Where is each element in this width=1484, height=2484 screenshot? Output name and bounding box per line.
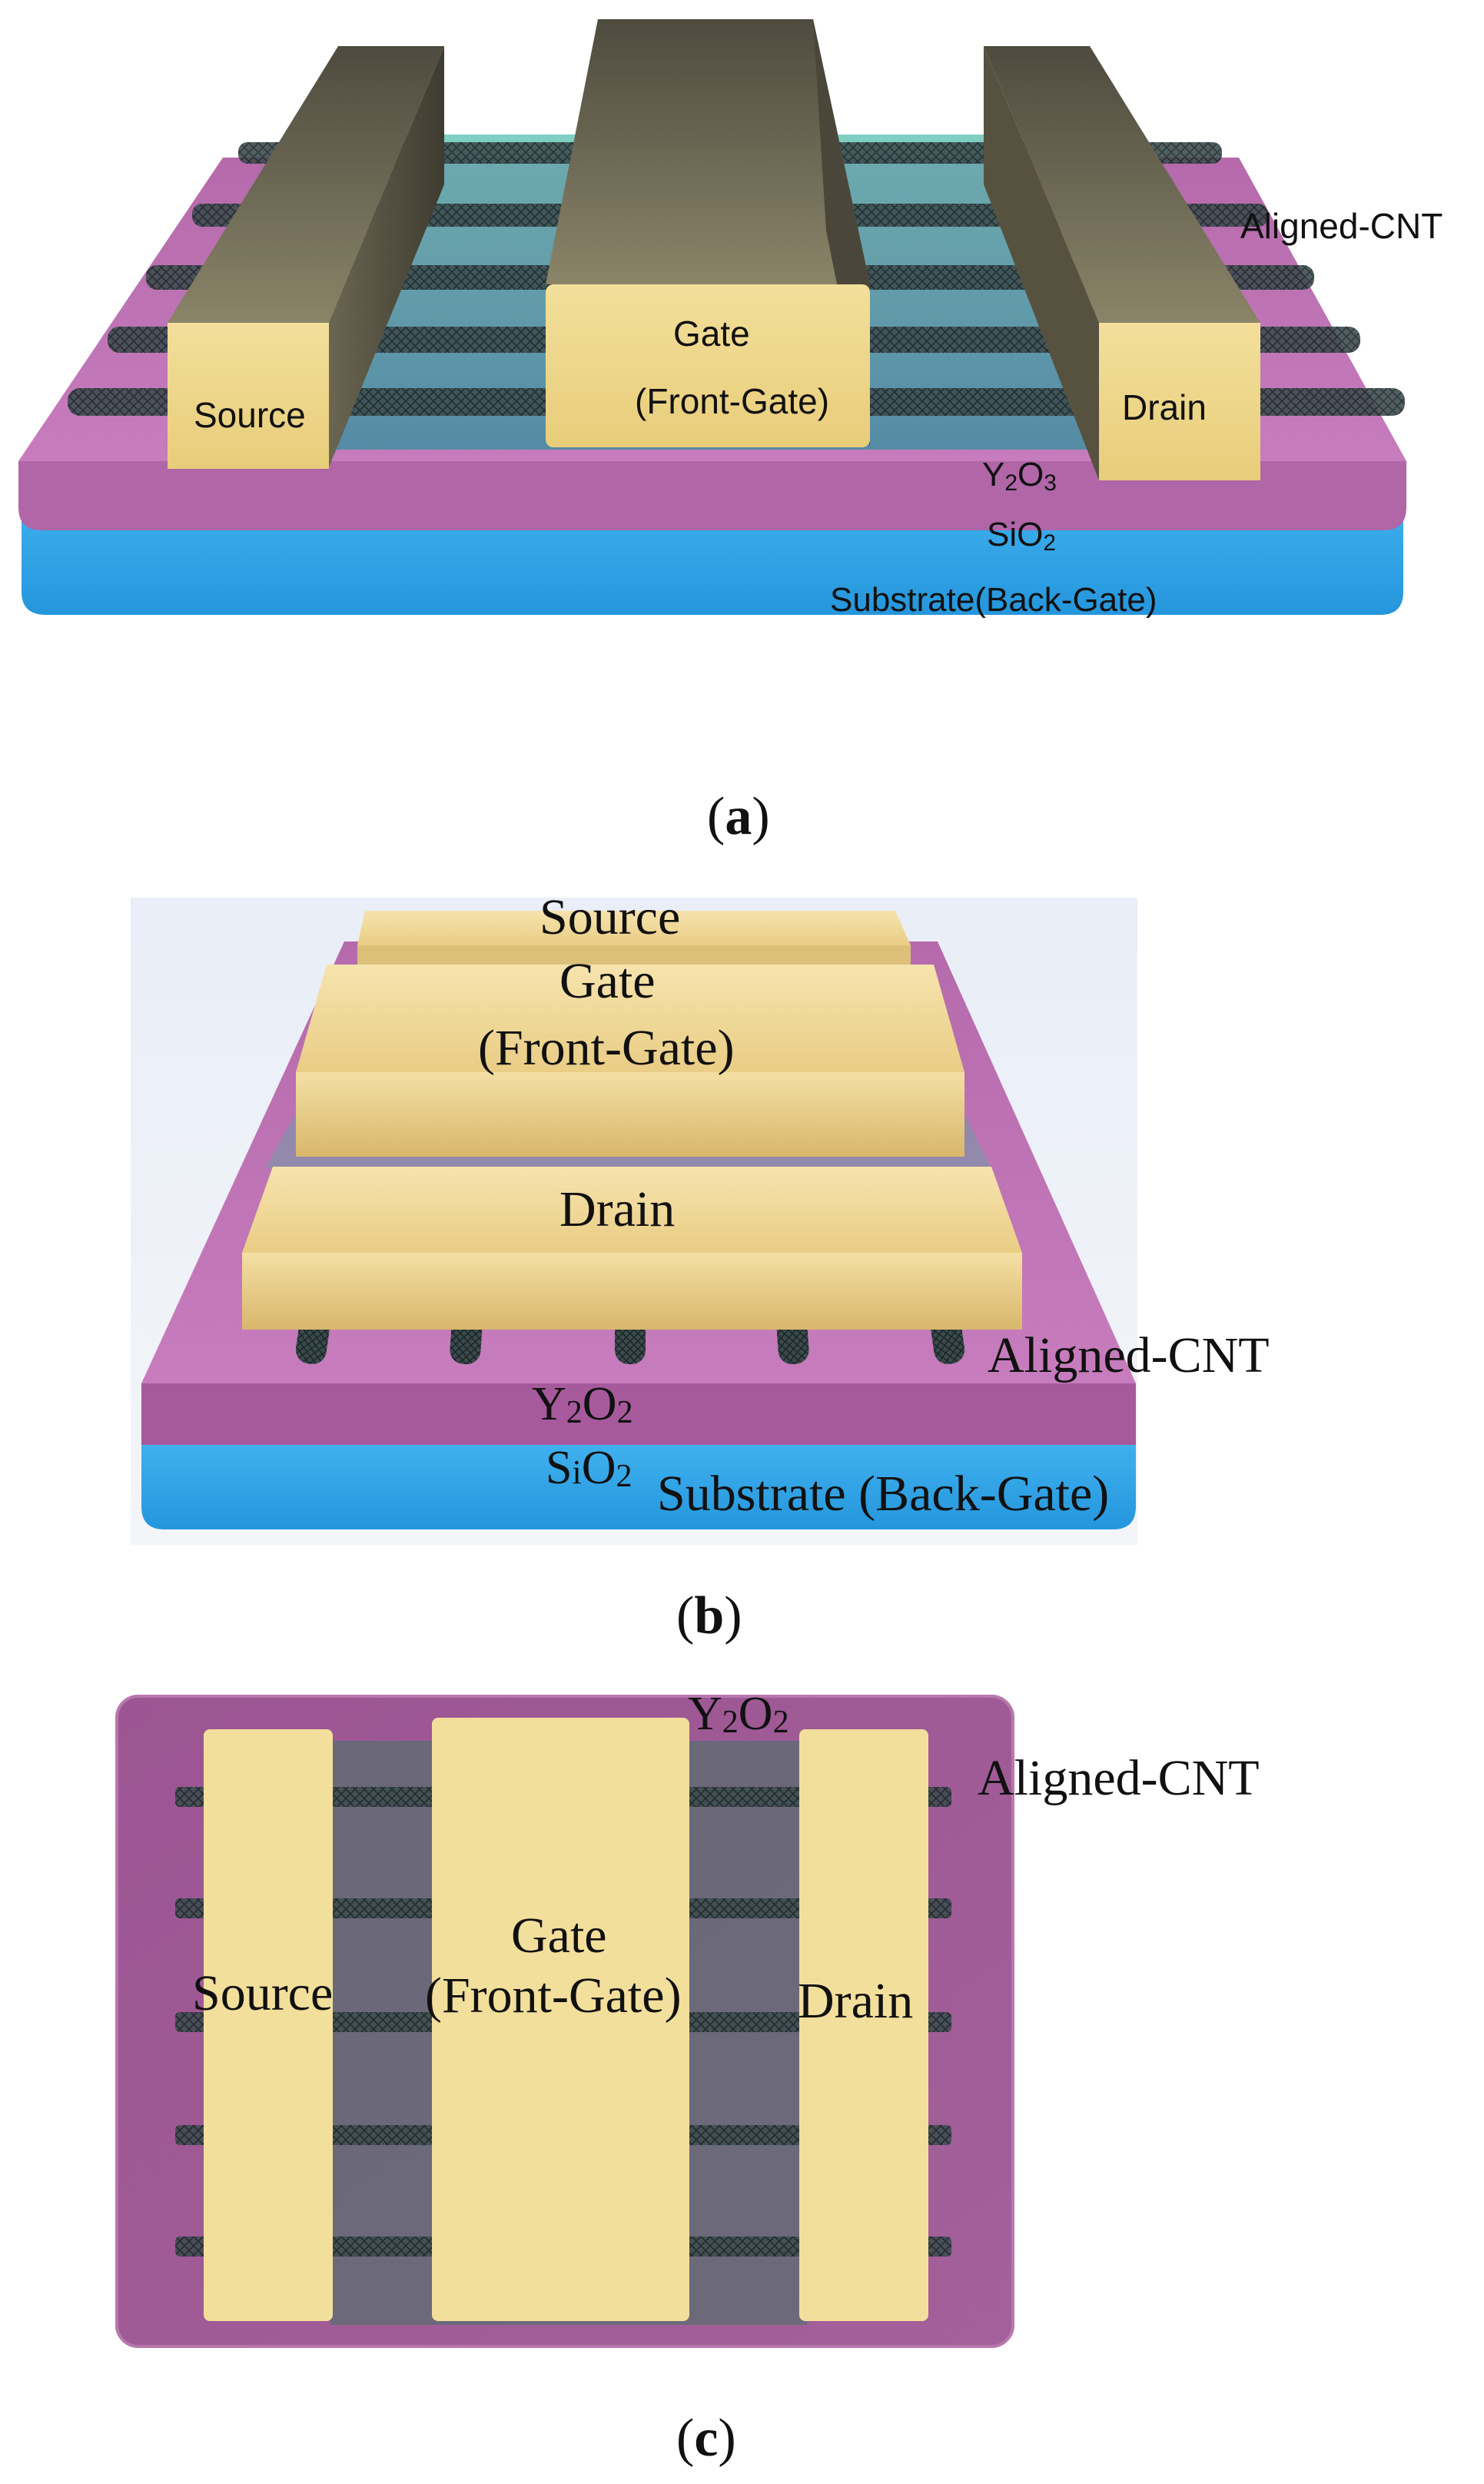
panel-b-substrate: [141, 1445, 1136, 1529]
panel-b: Source Gate (Front-Gate) Drain Aligned-C…: [131, 889, 1270, 1645]
panel-c-source-electrode: [204, 1729, 333, 2321]
panel-c-aligned-cnt-label: Aligned-CNT: [978, 1750, 1260, 1806]
panel-a-sio2-label: SiO2: [987, 516, 1056, 556]
panel-a-gate-label: Gate: [673, 314, 750, 354]
panel-a-sio2-layer: [18, 461, 1406, 530]
panel-b-front-gate-label: (Front-Gate): [478, 1020, 735, 1076]
panel-a-y2o3-label: Y2O3: [982, 456, 1057, 496]
panel-b-drain-electrode: [242, 1167, 1022, 1330]
panel-c-front-gate-label: (Front-Gate): [425, 1968, 682, 2024]
panel-b-caption: (b): [676, 1586, 742, 1645]
panel-c-drain-label: Drain: [798, 1973, 913, 2029]
panel-a-source-electrode: [168, 46, 444, 469]
panel-b-aligned-cnt-label: Aligned-CNT: [988, 1327, 1270, 1383]
panel-b-gate-label: Gate: [559, 953, 656, 1009]
panel-b-drain-label: Drain: [559, 1181, 675, 1237]
panel-b-sio2-layer: [141, 1383, 1136, 1445]
panel-a: Source Gate (Front-Gate) Drain Aligned-C…: [18, 19, 1443, 846]
panel-a-drain-label: Drain: [1122, 387, 1207, 427]
panel-a-caption: (a): [707, 787, 770, 846]
panel-b-y2o2-label: Y2O2: [532, 1378, 633, 1430]
panel-c-caption: (c): [676, 2409, 736, 2468]
panel-c-gate-label: Gate: [511, 1908, 607, 1964]
panel-b-source-label: Source: [539, 889, 680, 945]
panel-a-gate-electrode: [546, 19, 870, 447]
panel-c: Source Gate (Front-Gate) Drain Aligned-C…: [115, 1688, 1260, 2468]
panel-a-drain-electrode: [984, 46, 1260, 480]
panel-c-source-label: Source: [192, 1965, 333, 2021]
panel-c-gate-electrode: [432, 1718, 689, 2321]
panel-c-drain-electrode: [799, 1729, 928, 2321]
panel-b-gate-electrode: [296, 965, 964, 1157]
panel-a-source-label: Source: [194, 395, 306, 435]
panel-b-sio2-label: SiO2: [546, 1442, 632, 1494]
panel-a-front-gate-label: (Front-Gate): [635, 381, 829, 421]
panel-b-substrate-label: Substrate (Back-Gate): [657, 1466, 1109, 1522]
panel-c-y2o2-label: Y2O2: [688, 1688, 789, 1740]
panel-a-substrate-label: Substrate(Back-Gate): [830, 581, 1157, 619]
panel-a-aligned-cnt-label: Aligned-CNT: [1240, 206, 1443, 246]
